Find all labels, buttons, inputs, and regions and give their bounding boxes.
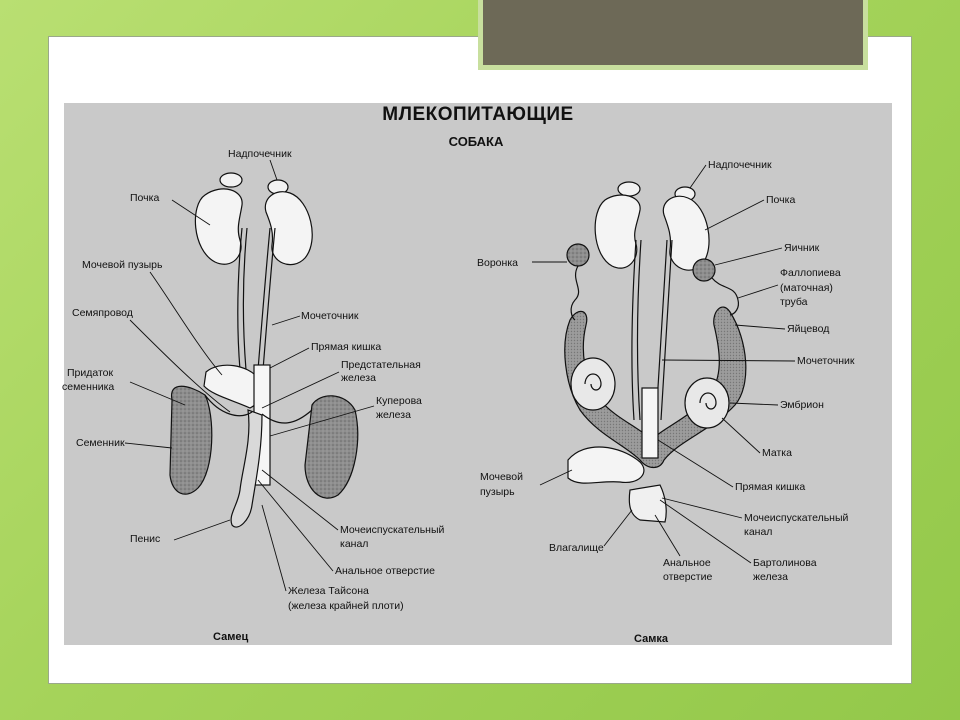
- male-label-prostate-1: Предстательная: [341, 359, 421, 371]
- male-diagram: Надпочечник Почка Мочевой пузырь Семяпро…: [62, 148, 445, 643]
- male-label-testis: Семенник: [76, 437, 125, 449]
- male-testis-left: [169, 385, 213, 495]
- diagram-title: МЛЕКОПИТАЮЩИЕ: [382, 104, 573, 125]
- male-testis-right: [304, 395, 359, 499]
- female-label-urethra-2: канал: [744, 526, 772, 538]
- male-vas-deferens: [204, 394, 313, 424]
- male-kidney-left: [194, 188, 243, 265]
- female-label-uterus: Матка: [762, 447, 792, 459]
- female-ureter-left: [631, 239, 642, 421]
- female-label-embryo: Эмбрион: [780, 399, 824, 411]
- male-ureter-right: [257, 227, 276, 371]
- female-label-infundibulum: Воронка: [477, 257, 518, 269]
- female-tube-right: [711, 277, 740, 316]
- male-label-cowper-2: железа: [376, 409, 411, 421]
- female-rectum: [641, 387, 659, 459]
- female-label-urethra-1: Мочеиспускательный: [744, 512, 849, 524]
- female-label-kidney: Почка: [766, 194, 795, 206]
- male-caption: Самец: [213, 631, 248, 643]
- female-label-anus-2: отверстие: [663, 571, 712, 583]
- male-label-adrenal: Надпочечник: [228, 148, 292, 160]
- female-label-bladder-1: Мочевой: [480, 471, 523, 483]
- male-label-epididymis-2: семенника: [62, 381, 114, 393]
- male-label-urethra-1: Мочеиспускательный: [340, 524, 445, 536]
- female-label-vagina: Влагалище: [549, 542, 604, 554]
- female-label-bladder-2: пузырь: [480, 486, 515, 498]
- male-label-rectum: Прямая кишка: [311, 341, 381, 353]
- male-kidney-right: [264, 191, 313, 266]
- female-label-ureter: Мочеточник: [797, 355, 855, 367]
- male-label-tyson-1: Железа Тайсона: [288, 585, 369, 597]
- male-label-ureter: Мочеточник: [301, 310, 359, 322]
- female-label-fallopian-3: труба: [780, 296, 808, 308]
- male-label-cowper-1: Куперова: [376, 395, 422, 407]
- female-infundibulum: [566, 243, 590, 267]
- female-label-fallopian-1: Фаллопиева: [780, 267, 841, 279]
- male-label-tyson-2: (железа крайней плоти): [288, 600, 404, 612]
- male-label-prostate-2: железа: [341, 372, 376, 384]
- male-penis: [230, 409, 263, 528]
- female-vagina: [628, 484, 667, 523]
- female-embryo-sac-left: [570, 357, 616, 411]
- female-label-bartholin-2: железа: [753, 571, 788, 583]
- female-caption: Самка: [634, 633, 669, 645]
- male-label-epididymis-1: Придаток: [67, 367, 114, 379]
- female-tube-left: [570, 265, 580, 321]
- male-label-vas-deferens: Семяпровод: [72, 307, 133, 319]
- female-ovary: [692, 258, 716, 282]
- male-label-urethra-2: канал: [340, 538, 368, 550]
- male-adrenal-left: [219, 172, 243, 188]
- female-label-ovary: Яичник: [784, 242, 820, 254]
- female-label-oviduct: Яйцевод: [787, 323, 829, 335]
- diagram-subtitle: СОБАКА: [449, 134, 504, 149]
- male-label-anus: Анальное отверстие: [335, 565, 435, 577]
- female-bladder: [567, 446, 645, 484]
- diagram-panel: [64, 103, 892, 645]
- female-label-rectum: Прямая кишка: [735, 481, 805, 493]
- female-label-adrenal: Надпочечник: [708, 159, 772, 171]
- title-accent-bar: [478, 0, 868, 70]
- male-label-bladder: Мочевой пузырь: [82, 259, 163, 271]
- female-label-fallopian-2: (маточная): [780, 282, 833, 294]
- female-label-anus-1: Анальное: [663, 557, 711, 569]
- female-label-bartholin-1: Бартолинова: [753, 557, 817, 569]
- female-kidney-right: [662, 195, 710, 271]
- female-adrenal-left: [617, 181, 641, 197]
- female-kidney-left: [594, 194, 641, 269]
- female-diagram: Надпочечник Почка Воронка Яичник Фаллопи…: [477, 159, 855, 645]
- male-ureter-left: [237, 227, 248, 371]
- male-label-kidney: Почка: [130, 192, 159, 204]
- male-label-penis: Пенис: [130, 533, 160, 545]
- female-embryo-sac-right: [684, 377, 730, 429]
